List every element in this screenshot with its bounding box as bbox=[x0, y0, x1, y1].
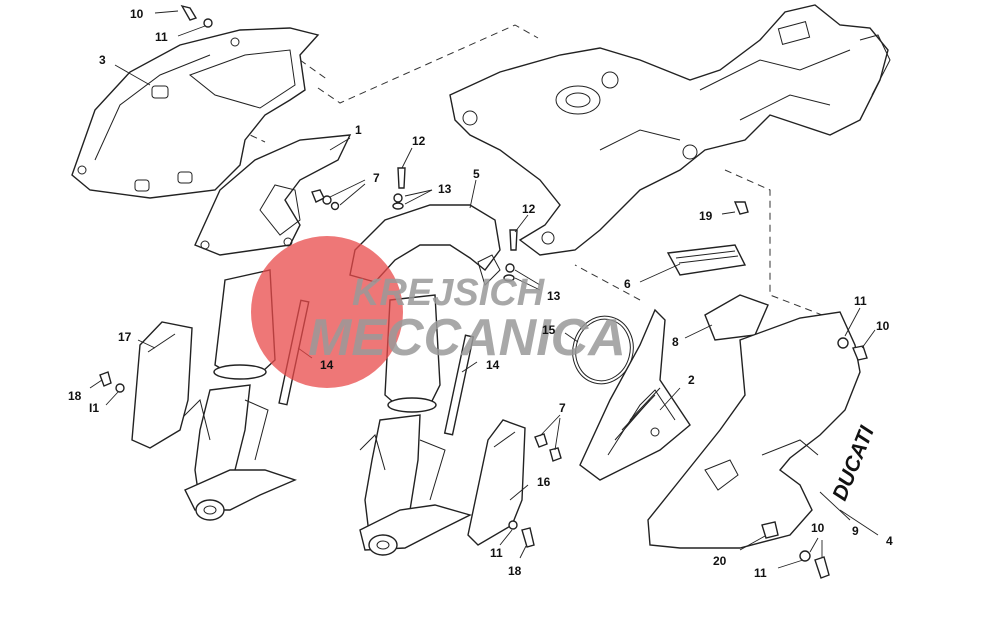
watermark: KREJSICH MECCANICA bbox=[251, 236, 626, 388]
ducati-decal: DUCATI bbox=[828, 422, 879, 504]
callout-16: 16 bbox=[537, 475, 551, 489]
callout-20: 20 bbox=[713, 554, 727, 568]
part-16-fork-cover-right bbox=[467, 419, 526, 546]
callout-11: I1 bbox=[89, 401, 99, 415]
watermark-circle bbox=[251, 236, 403, 388]
callout-12: 12 bbox=[522, 202, 536, 216]
callout-2: 2 bbox=[688, 373, 695, 387]
callout-11: 11 bbox=[854, 294, 867, 308]
part-17-fork-cover-left bbox=[131, 321, 193, 449]
callout-10: 10 bbox=[876, 319, 890, 333]
callout-7: 7 bbox=[559, 401, 566, 415]
callout-15: 15 bbox=[542, 323, 556, 337]
part-6-sticker bbox=[666, 244, 747, 276]
callout-11: 11 bbox=[155, 30, 168, 44]
watermark-line2: MECCANICA bbox=[308, 309, 626, 367]
watermark-line1: KREJSICH bbox=[352, 272, 546, 314]
part-3-upper-fairing bbox=[71, 27, 320, 199]
callout-11: 11 bbox=[490, 546, 503, 560]
callout-6: 6 bbox=[624, 277, 631, 291]
callout-7: 7 bbox=[373, 171, 380, 185]
callout-3: 3 bbox=[99, 53, 106, 67]
callout-17: 17 bbox=[118, 330, 132, 344]
callout-10: 10 bbox=[811, 521, 825, 535]
callout-18: 18 bbox=[508, 564, 522, 578]
callout-14: 14 bbox=[486, 358, 500, 372]
part-15-o-ring bbox=[572, 315, 634, 385]
callout-11: 11 bbox=[754, 566, 767, 580]
callout-1: 1 bbox=[355, 123, 362, 137]
callout-4: 4 bbox=[886, 534, 893, 548]
callout-labels: 10 11 3 1 12 7 13 5 12 19 13 6 11 10 15 … bbox=[68, 7, 893, 580]
callout-14: 14 bbox=[320, 358, 334, 372]
frame-assembly bbox=[449, 4, 891, 256]
callout-19: 19 bbox=[699, 209, 713, 223]
part-1-mudguard bbox=[194, 134, 352, 256]
callout-10: 10 bbox=[130, 7, 144, 21]
left-fork bbox=[179, 269, 297, 521]
part-2-inner-panel bbox=[579, 308, 691, 481]
callout-9: 9 bbox=[852, 524, 859, 538]
callout-18: 18 bbox=[68, 389, 82, 403]
callout-13: 13 bbox=[438, 182, 452, 196]
part-8-pad bbox=[704, 294, 769, 341]
callout-12: 12 bbox=[412, 134, 426, 148]
callout-13: 13 bbox=[547, 289, 561, 303]
callout-5: 5 bbox=[473, 167, 480, 181]
callout-8: 8 bbox=[672, 335, 679, 349]
